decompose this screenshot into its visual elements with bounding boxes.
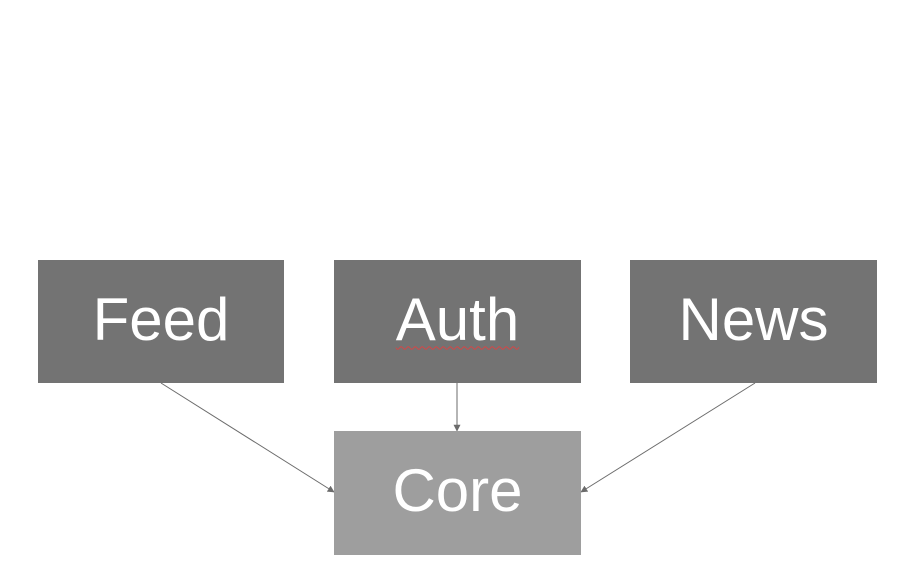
feed-node[interactable]: Feed (38, 260, 284, 383)
connector-news-to-core (580, 382, 756, 493)
core-node-label: Core (392, 457, 523, 524)
news-node-label: News (678, 285, 829, 353)
feed-node-label: Feed (92, 285, 230, 353)
auth-node-label: Auth (395, 285, 520, 353)
auth-node[interactable]: Auth (334, 260, 581, 383)
core-node[interactable]: Core (334, 431, 581, 555)
news-node[interactable]: News (630, 260, 877, 383)
connector-feed-to-core (160, 382, 335, 493)
